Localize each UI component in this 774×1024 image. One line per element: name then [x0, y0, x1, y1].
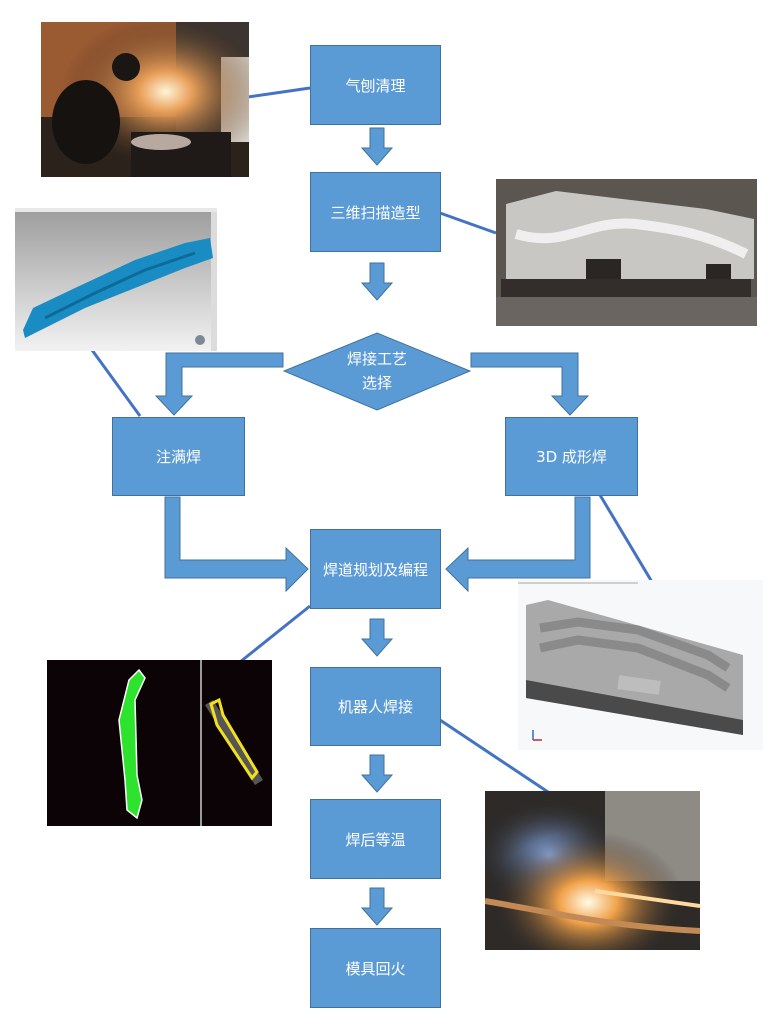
leader-line-robot-photo	[439, 718, 549, 794]
step-robot-weld: 机器人焊接	[310, 667, 441, 746]
leader-line-scan-photo	[90, 349, 142, 417]
cad-model-image	[518, 580, 763, 750]
step-gouging: 气刨清理	[310, 45, 441, 125]
arrow-down-3	[360, 618, 394, 657]
step-gouging-label: 气刨清理	[345, 76, 406, 95]
step-shape-weld: 3D 成形焊	[505, 417, 638, 496]
arrow-branch-left	[154, 352, 284, 416]
decision-label-line2: 选择	[361, 374, 392, 392]
arrow-merge-right	[445, 496, 591, 593]
arrow-down-4	[360, 754, 394, 793]
robot-welding-image	[485, 791, 700, 950]
photo-mold-surface	[496, 179, 757, 326]
step-fill-weld-label: 注满焊	[155, 448, 201, 466]
step-scanning: 三维扫描造型	[310, 172, 441, 252]
scan-image	[15, 208, 217, 351]
weld-path-image	[47, 660, 272, 826]
leader-line-mold-photo	[439, 211, 497, 235]
mold-surface-image	[496, 179, 757, 326]
step-scanning-label: 三维扫描造型	[330, 203, 421, 222]
step-isothermal: 焊后等温	[310, 799, 441, 879]
arrow-down-5	[360, 887, 394, 926]
step-shape-weld-label: 3D 成形焊	[536, 448, 607, 466]
leader-line-gouging-photo	[247, 86, 311, 99]
step-isothermal-label: 焊后等温	[345, 830, 406, 849]
arrow-down-1	[360, 127, 394, 166]
step-fill-weld: 注满焊	[112, 417, 245, 496]
step-tempering-label: 模具回火	[345, 959, 406, 978]
photo-weld-path	[47, 660, 272, 826]
photo-3d-scan	[15, 208, 217, 351]
decision-label-line1: 焊接工艺	[346, 350, 407, 368]
step-tempering: 模具回火	[310, 928, 441, 1008]
gouging-image	[41, 22, 249, 177]
photo-robot-welding	[485, 791, 700, 950]
arrow-down-2	[360, 262, 394, 301]
step-planning-label: 焊道规划及编程	[322, 560, 428, 579]
decision-label: 焊接工艺 选择	[320, 347, 434, 395]
photo-cad-model	[518, 580, 763, 750]
arrow-branch-right	[470, 352, 590, 416]
step-planning: 焊道规划及编程	[310, 529, 441, 609]
decision-diamond	[282, 332, 472, 411]
arrow-merge-left	[164, 496, 309, 593]
step-robot-weld-label: 机器人焊接	[337, 698, 413, 716]
photo-gouging	[41, 22, 249, 177]
leader-line-cad-photo	[598, 494, 654, 583]
leader-line-path-photo	[239, 604, 311, 664]
